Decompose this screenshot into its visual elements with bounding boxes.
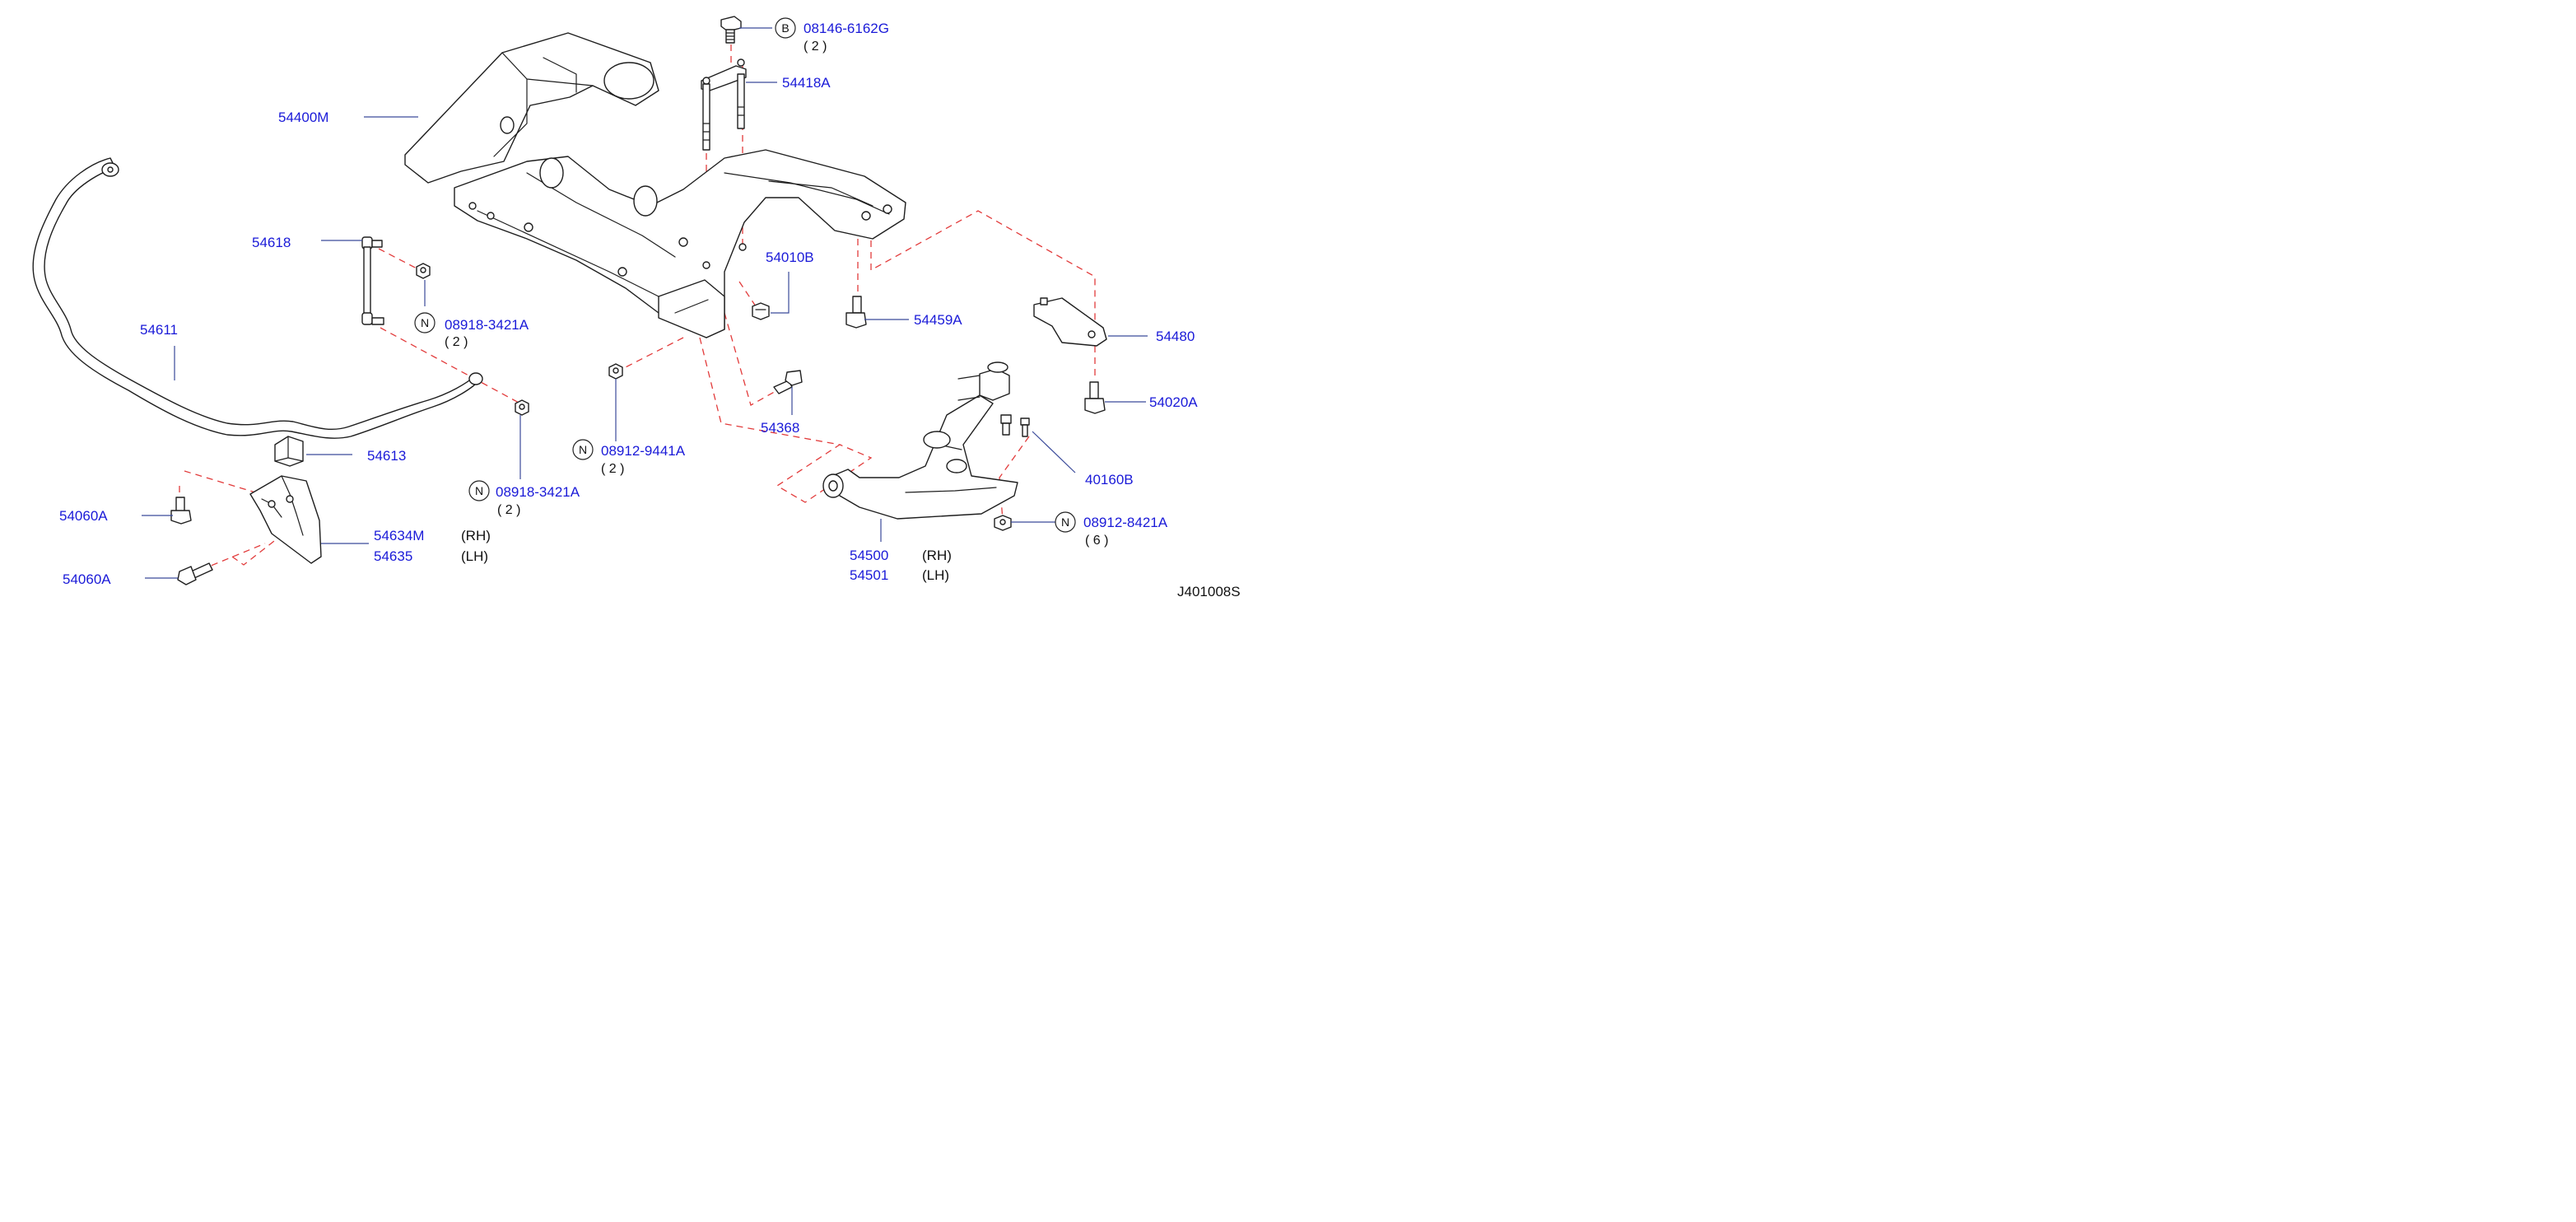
- part-label-54418A[interactable]: 54418A: [782, 75, 831, 91]
- side-label-54634M: (RH): [461, 528, 491, 543]
- nut-54010B-drawing: [752, 302, 770, 320]
- side-label-54501: (LH): [922, 567, 949, 583]
- nut-08918-bottom-drawing: [515, 399, 529, 416]
- part-label-08912-8421A[interactable]: 08912-8421A: [1083, 515, 1168, 530]
- badge-b-bolt: B: [775, 17, 796, 39]
- bolt-54459A-drawing: [845, 296, 867, 329]
- part-label-54060A-top[interactable]: 54060A: [59, 508, 108, 524]
- bolt-54368-drawing: [773, 370, 803, 394]
- part-label-54480[interactable]: 54480: [1156, 329, 1195, 344]
- part-label-54020A[interactable]: 54020A: [1149, 394, 1198, 410]
- part-qty-08918-3421A-bottom: ( 2 ): [497, 503, 520, 517]
- badge-n-text: N: [579, 443, 587, 456]
- front-crossmember-drawing: [404, 32, 906, 338]
- bolt-54020A-drawing: [1084, 381, 1106, 414]
- part-qty-08912-8421A: ( 6 ): [1085, 534, 1108, 548]
- badge-n-nut-4: N: [1055, 511, 1076, 533]
- part-label-54010B[interactable]: 54010B: [766, 250, 814, 265]
- part-label-40160B[interactable]: 40160B: [1085, 472, 1134, 487]
- bracket-54480-drawing: [1033, 297, 1107, 347]
- badge-n-text: N: [1061, 515, 1069, 529]
- part-label-08918-3421A-top[interactable]: 08918-3421A: [445, 317, 529, 333]
- part-label-08912-9441A[interactable]: 08912-9441A: [601, 443, 686, 459]
- part-label-08918-3421A-bottom[interactable]: 08918-3421A: [496, 484, 580, 500]
- bushing-clamp-54634M-drawing: [249, 475, 322, 564]
- stabilizer-link-54618-drawing: [361, 236, 384, 325]
- diagram-code: J401008S: [1177, 584, 1241, 599]
- part-label-54618[interactable]: 54618: [252, 235, 291, 250]
- part-label-08146-6162G[interactable]: 08146-6162G: [804, 21, 889, 36]
- nut-08912-8421A-drawing: [994, 515, 1012, 531]
- part-label-54501[interactable]: 54501: [850, 567, 888, 583]
- stud-bracket-54418A-drawing: [701, 58, 747, 151]
- part-label-54368[interactable]: 54368: [761, 420, 799, 436]
- badge-n-text: N: [475, 484, 483, 497]
- bolt-08146-drawing: [720, 16, 742, 44]
- leader-lines: [142, 27, 1148, 579]
- part-label-54634M[interactable]: 54634M: [374, 528, 424, 543]
- nut-08912-9441A-drawing: [608, 363, 623, 380]
- part-label-54611[interactable]: 54611: [140, 322, 178, 338]
- bushing-54613-drawing: [274, 436, 304, 467]
- badge-n-nut-1: N: [414, 312, 436, 333]
- stabilizer-bar-54611-drawing: [32, 157, 483, 439]
- part-label-54635[interactable]: 54635: [374, 548, 412, 564]
- part-label-54459A[interactable]: 54459A: [914, 312, 962, 328]
- lower-link-54500-drawing: [822, 361, 1018, 520]
- badge-n-nut-2: N: [572, 439, 594, 460]
- nut-08918-top-drawing: [416, 263, 431, 279]
- part-qty-08146-6162G: ( 2 ): [804, 40, 827, 54]
- bolt-54060A-bottom-drawing: [177, 562, 213, 585]
- part-label-54613[interactable]: 54613: [367, 448, 406, 464]
- side-label-54635: (LH): [461, 548, 488, 564]
- part-label-54060A-bottom[interactable]: 54060A: [63, 571, 111, 587]
- bolt-54060A-top-drawing: [170, 497, 192, 525]
- part-qty-08918-3421A-top: ( 2 ): [445, 335, 468, 349]
- part-label-54500[interactable]: 54500: [850, 548, 888, 563]
- parts-diagram: B N N N N 08146-6162G ( 2 ) 54418A 54400…: [32, 16, 1241, 599]
- part-label-54400M[interactable]: 54400M: [278, 110, 328, 125]
- part-qty-08912-9441A: ( 2 ): [601, 462, 624, 476]
- side-label-54500: (RH): [922, 548, 952, 563]
- bolt-40160B-drawing: [1000, 414, 1030, 437]
- badge-b-text: B: [781, 21, 789, 35]
- badge-n-nut-3: N: [468, 480, 490, 501]
- badge-n-text: N: [421, 316, 429, 329]
